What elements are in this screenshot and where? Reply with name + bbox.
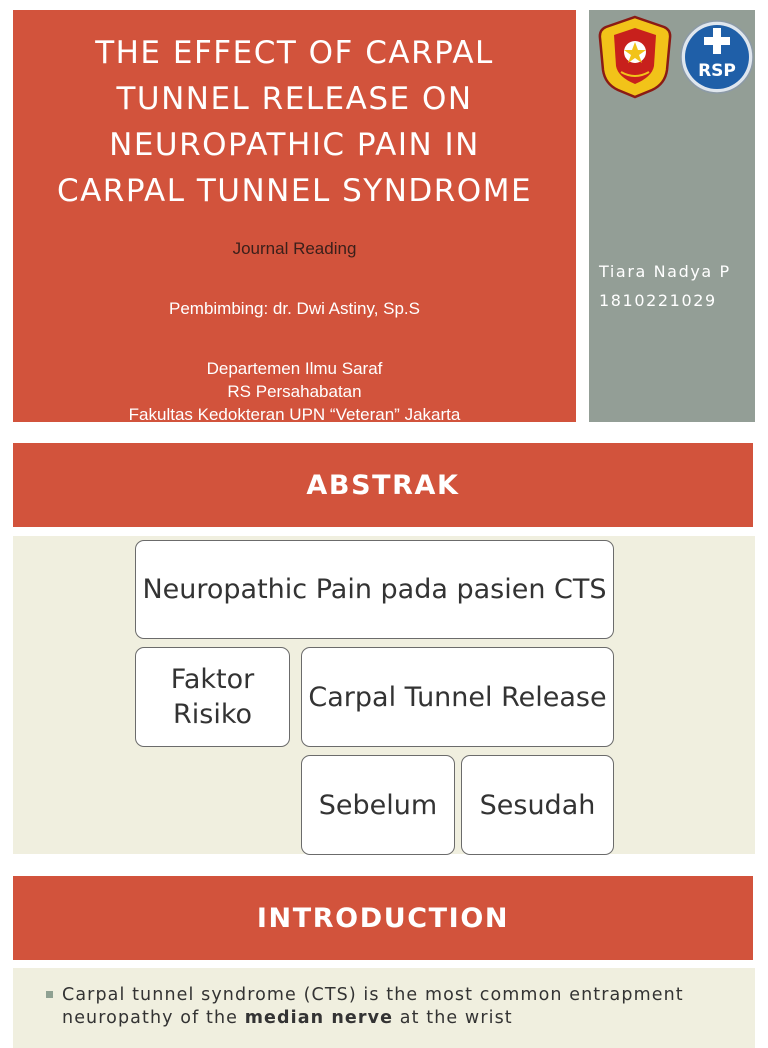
- introduction-body: Carpal tunnel syndrome (CTS) is the most…: [13, 968, 755, 1048]
- diagram-box-after: Sesudah: [461, 755, 614, 855]
- abstrak-diagram: Neuropathic Pain pada pasien CTS Faktor …: [13, 536, 755, 855]
- presenter-name: Tiara Nadya P: [599, 262, 731, 281]
- rsp-logo-text: RSP: [698, 61, 736, 81]
- introduction-bullet-text: Carpal tunnel syndrome (CTS) is the most…: [62, 984, 742, 1030]
- diagram-box-risk-factors: Faktor Risiko: [135, 647, 290, 747]
- introduction-heading: INTRODUCTION: [13, 876, 753, 960]
- affiliation-line: Departemen Ilmu Saraf: [206, 359, 383, 378]
- diagram-box-neuropathic-pain: Neuropathic Pain pada pasien CTS: [135, 540, 614, 639]
- title-line: NEUROPATHIC PAIN IN: [109, 127, 480, 163]
- presenter-id: 1810221029: [599, 291, 717, 310]
- bullet-text-emphasis: median nerve: [244, 1008, 394, 1028]
- presentation-title: THE EFFECT OF CARPAL TUNNEL RELEASE ON N…: [13, 30, 576, 214]
- diagram-box-carpal-tunnel-release: Carpal Tunnel Release: [301, 647, 614, 747]
- affiliation-line: RS Persahabatan: [227, 382, 362, 401]
- title-line: TUNNEL RELEASE ON: [116, 81, 473, 117]
- title-line: CARPAL TUNNEL SYNDROME: [56, 173, 533, 209]
- hospital-cross-logo: RSP: [680, 20, 754, 94]
- bullet-text-end: at the wrist: [393, 1008, 513, 1028]
- bullet-text-start: Carpal tunnel syndrome (CTS) is the most…: [62, 985, 684, 1028]
- affiliation-line: Fakultas Kedokteran UPN “Veteran” Jakart…: [128, 405, 461, 424]
- subtitle: Journal Reading: [232, 239, 357, 258]
- affiliation-block: Departemen Ilmu Saraf RS Persahabatan Fa…: [13, 357, 576, 426]
- university-crest-logo: [598, 15, 672, 99]
- bullet-square-icon: [46, 991, 53, 998]
- title-slide-panel: THE EFFECT OF CARPAL TUNNEL RELEASE ON N…: [13, 10, 576, 424]
- title-line: THE EFFECT OF CARPAL: [95, 35, 494, 71]
- abstrak-heading: ABSTRAK: [13, 443, 753, 527]
- diagram-box-before: Sebelum: [301, 755, 455, 855]
- presenter-panel: RSP Tiara Nadya P 1810221029: [589, 10, 755, 422]
- supervisor-line: Pembimbing: dr. Dwi Astiny, Sp.S: [168, 299, 420, 318]
